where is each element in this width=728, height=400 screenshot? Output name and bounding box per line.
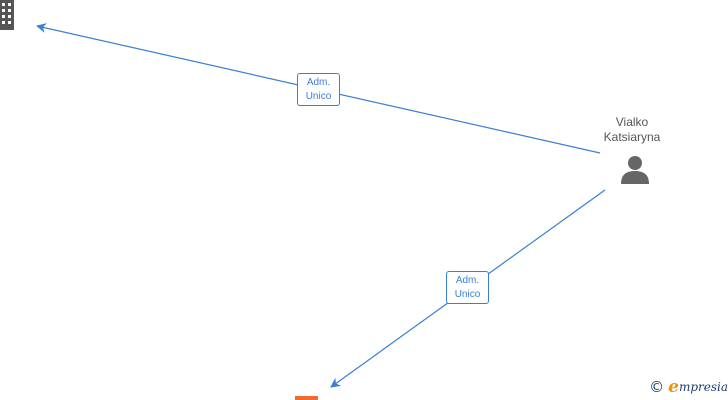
empresia-watermark: © e mpresia <box>649 377 728 397</box>
edge-label-bottom-line1: Adm. <box>455 275 480 286</box>
person-icon[interactable] <box>621 156 649 184</box>
edge-label-top-line2: Unico <box>305 91 332 102</box>
brand-name: mpresia <box>678 380 728 394</box>
company-box-icon[interactable] <box>295 396 318 400</box>
edge-label-top[interactable]: Adm. Unico <box>297 73 340 106</box>
brand-initial: e <box>668 377 679 397</box>
edge-label-bottom[interactable]: Adm. Unico <box>446 271 489 304</box>
building-icon[interactable] <box>0 0 14 30</box>
person-name-line2: Katsiaryna <box>603 130 661 144</box>
copyright-symbol: © <box>649 378 665 396</box>
person-name-label[interactable]: Vialko Katsiaryna <box>592 115 672 145</box>
person-name-line1: Vialko <box>615 115 649 129</box>
edge-label-top-line1: Adm. <box>306 77 331 88</box>
edge-label-bottom-line2: Unico <box>454 289 481 300</box>
